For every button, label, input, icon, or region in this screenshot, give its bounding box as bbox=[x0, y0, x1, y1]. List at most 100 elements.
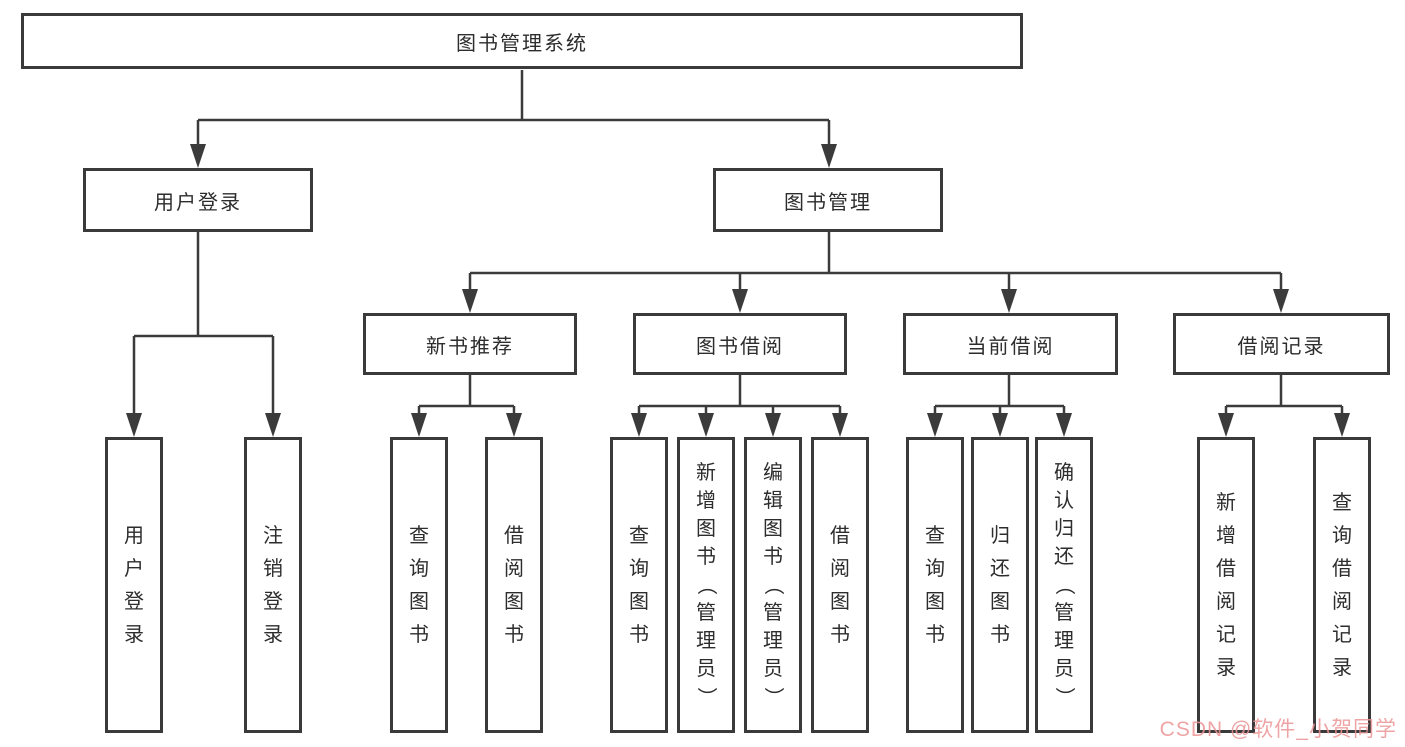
node-new-book-recommend: 新书推荐 bbox=[363, 313, 577, 375]
vertical-char: 借 bbox=[1332, 557, 1352, 580]
vertical-char: 记 bbox=[1216, 623, 1236, 646]
vertical-char: 用 bbox=[124, 524, 144, 547]
vertical-char: 注 bbox=[263, 524, 283, 547]
vertical-char: 理 bbox=[1054, 630, 1074, 652]
node-book-management: 图书管理 bbox=[713, 168, 943, 232]
vertical-char: 录 bbox=[263, 623, 283, 646]
arrowhead bbox=[506, 413, 522, 437]
vertical-char: 编 bbox=[763, 462, 783, 484]
vertical-char: 借 bbox=[1216, 557, 1236, 580]
node-borrow-records: 借阅记录 bbox=[1173, 313, 1390, 375]
vertical-char: 还 bbox=[1054, 546, 1074, 568]
vertical-char: 图 bbox=[409, 590, 429, 613]
vertical-char: 阅 bbox=[1332, 590, 1352, 613]
connectors-book-mgmt-to-level3 bbox=[462, 232, 1289, 313]
connectors-borrow-records-children bbox=[1218, 375, 1350, 437]
arrowhead bbox=[190, 144, 206, 168]
vertical-char: 询 bbox=[629, 557, 649, 580]
node-user-login: 用户登录 bbox=[83, 168, 313, 232]
vertical-char: 询 bbox=[1332, 524, 1352, 547]
connectors-new-book-children bbox=[411, 375, 522, 437]
vertical-char: 书 bbox=[409, 623, 429, 646]
vertical-char: 图 bbox=[830, 590, 850, 613]
arrowhead bbox=[265, 413, 281, 437]
arrowhead bbox=[832, 413, 848, 437]
vertical-char: 记 bbox=[1332, 623, 1352, 646]
vertical-char: 查 bbox=[629, 524, 649, 547]
arrowhead bbox=[462, 289, 478, 313]
leaf-add-books-admin: 新增图书（管理员） bbox=[677, 437, 735, 733]
vertical-char: 管 bbox=[763, 602, 783, 624]
arrowhead bbox=[1001, 289, 1017, 313]
arrowhead bbox=[1218, 413, 1234, 437]
connectors-current-borrow-children bbox=[927, 375, 1072, 437]
vertical-char: 询 bbox=[925, 557, 945, 580]
vertical-char: 录 bbox=[1332, 656, 1352, 679]
arrowhead bbox=[732, 289, 748, 313]
vertical-char: 查 bbox=[925, 524, 945, 547]
vertical-char: 录 bbox=[124, 623, 144, 646]
vertical-char: 查 bbox=[409, 524, 429, 547]
leaf-return-books: 归还图书 bbox=[971, 437, 1029, 733]
vertical-char: 新 bbox=[1216, 491, 1236, 514]
vertical-char: 户 bbox=[124, 557, 144, 580]
vertical-char: 询 bbox=[409, 557, 429, 580]
vertical-char: 阅 bbox=[1216, 590, 1236, 613]
node-book-borrow: 图书借阅 bbox=[633, 313, 847, 375]
leaf-logout: 注销登录 bbox=[244, 437, 302, 733]
vertical-char: 书 bbox=[504, 623, 524, 646]
vertical-char: （ bbox=[1053, 575, 1075, 595]
arrowhead bbox=[992, 413, 1008, 437]
leaf-user-login: 用户登录 bbox=[105, 437, 163, 733]
vertical-char: 还 bbox=[990, 557, 1010, 580]
vertical-char: 图 bbox=[696, 518, 716, 540]
vertical-char: ） bbox=[695, 687, 717, 707]
vertical-char: ） bbox=[1053, 687, 1075, 707]
vertical-char: ） bbox=[762, 687, 784, 707]
vertical-char: 图 bbox=[925, 590, 945, 613]
leaf-edit-books-admin: 编辑图书（管理员） bbox=[744, 437, 802, 733]
arrowhead bbox=[821, 144, 837, 168]
vertical-char: 员 bbox=[696, 658, 716, 680]
leaf-add-borrow-record: 新增借阅记录 bbox=[1197, 437, 1255, 733]
arrowhead bbox=[1273, 289, 1289, 313]
vertical-char: 销 bbox=[263, 557, 283, 580]
vertical-char: 理 bbox=[696, 630, 716, 652]
arrowhead bbox=[765, 413, 781, 437]
arrowhead bbox=[927, 413, 943, 437]
leaf-query-borrow-record: 查询借阅记录 bbox=[1313, 437, 1371, 733]
csdn-watermark: CSDN @软件_小贺同学 bbox=[1159, 718, 1397, 741]
connectors-book-borrow-children bbox=[631, 375, 848, 437]
arrowhead bbox=[1334, 413, 1350, 437]
vertical-char: 图 bbox=[504, 590, 524, 613]
vertical-char: 增 bbox=[696, 490, 716, 512]
vertical-char: 阅 bbox=[504, 557, 524, 580]
leaf-borrow-books-borrow: 借阅图书 bbox=[811, 437, 869, 733]
arrowhead bbox=[411, 413, 427, 437]
vertical-char: 书 bbox=[830, 623, 850, 646]
node-current-borrow: 当前借阅 bbox=[903, 313, 1118, 375]
vertical-char: 新 bbox=[696, 462, 716, 484]
vertical-char: 图 bbox=[763, 518, 783, 540]
vertical-char: （ bbox=[762, 575, 784, 595]
vertical-char: 增 bbox=[1216, 524, 1236, 547]
vertical-char: 辑 bbox=[763, 490, 783, 512]
vertical-char: 管 bbox=[1054, 602, 1074, 624]
vertical-char: （ bbox=[695, 575, 717, 595]
vertical-char: 阅 bbox=[830, 557, 850, 580]
vertical-char: 录 bbox=[1216, 656, 1236, 679]
vertical-char: 借 bbox=[830, 524, 850, 547]
vertical-char: 认 bbox=[1054, 490, 1074, 512]
vertical-char: 书 bbox=[925, 623, 945, 646]
leaf-borrow-books-newbook: 借阅图书 bbox=[485, 437, 543, 733]
vertical-char: 归 bbox=[990, 524, 1010, 547]
vertical-char: 归 bbox=[1054, 518, 1074, 540]
vertical-char: 登 bbox=[124, 590, 144, 613]
leaf-confirm-return-admin: 确认归还（管理员） bbox=[1035, 437, 1093, 733]
vertical-char: 书 bbox=[629, 623, 649, 646]
arrowhead bbox=[698, 413, 714, 437]
vertical-char: 书 bbox=[990, 623, 1010, 646]
vertical-char: 借 bbox=[504, 524, 524, 547]
arrowhead bbox=[126, 413, 142, 437]
